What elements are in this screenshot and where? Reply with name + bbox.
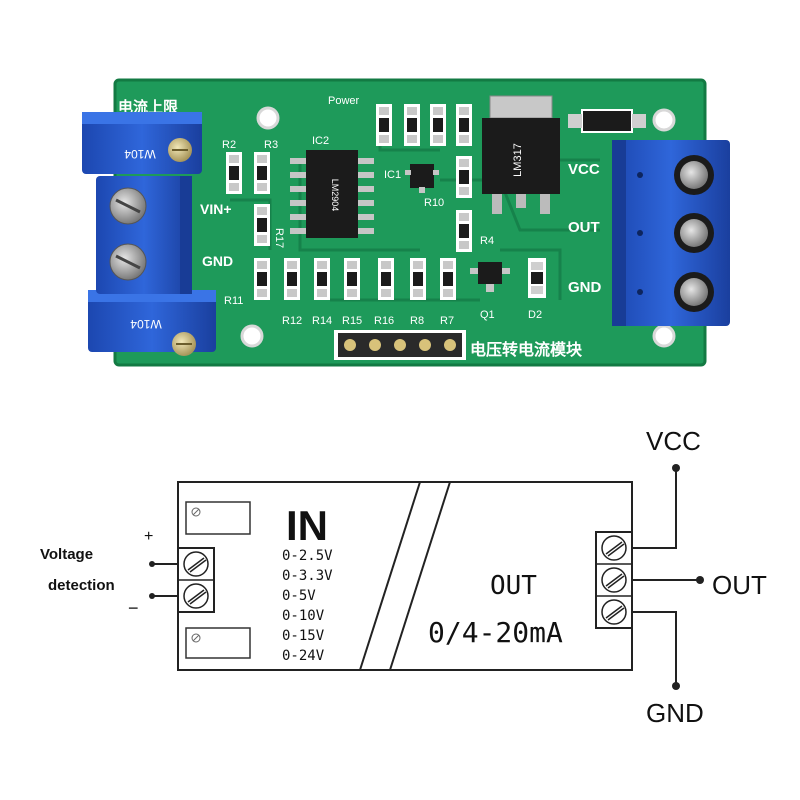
voltage-label: Voltage [40,546,93,563]
range-item: 0-2.5V [282,548,333,564]
silk-resistor-label: R8 [410,315,424,327]
screw-icon [680,161,708,189]
gnd-node [672,682,680,690]
silk-resistor-label: R12 [282,315,302,327]
silk-r11: R11 [224,295,243,307]
potentiometer-top: W104 [82,112,202,174]
silk-q1: Q1 [480,309,495,321]
mounting-hole [240,324,264,348]
vcc-label: VCC [646,426,701,456]
in-title: IN [286,502,328,549]
break-line [389,481,451,671]
pot-mark: W104 [130,317,162,331]
silk-resistor-label: R16 [374,315,394,327]
silk-resistor-label: R7 [440,315,454,327]
mounting-hole [652,324,676,348]
potentiometer-symbol-top [185,501,251,535]
range-item: 0-10V [282,608,325,624]
silk-vcc: VCC [568,161,600,178]
pot-mark: W104 [124,147,156,161]
silk-current-limit: 电流上限 [118,98,178,116]
input-terminal-block [96,176,192,294]
silk-resistor-label: R14 [312,315,332,327]
silk-ic1: IC1 [384,169,401,181]
screw-icon [680,219,708,247]
pcb-board: LM317 LM2904 [82,78,730,367]
silk-d2: D2 [528,309,542,321]
diode-d2 [528,258,546,298]
plus-sign: + [144,528,153,545]
module-box [177,481,633,671]
smd-resistors [226,104,472,300]
silk-r10: R10 [424,197,444,209]
silk-gnd-left: GND [202,253,233,269]
output-terminal-symbol [595,531,633,629]
output-terminal-block [612,140,730,326]
vcc-node [672,464,680,472]
silk-r4: R4 [480,235,494,247]
silk-resistor-label: R15 [342,315,362,327]
range-item: 0-24V [282,648,325,664]
silk-out: OUT [568,219,600,236]
silk-vin-plus: VIN+ [200,201,232,217]
ic2-mark: LM2904 [330,179,340,212]
detection-label: detection [48,577,115,594]
wiring-diagram: IN Voltage detection + − 0-2.5V 0-3.3V 0… [40,426,767,728]
silk-module-title: 电压转电流模块 [470,340,583,359]
range-item: 0-5V [282,588,316,604]
transistor-q1 [470,262,510,292]
silk-power: Power [328,95,360,107]
potentiometer-symbol-bottom [185,627,251,659]
mounting-hole [256,106,280,130]
silk-r3: R3 [264,139,278,151]
regulator-chip: LM317 [482,95,560,214]
output-wires [632,468,700,686]
out-label: OUT [712,570,767,600]
silk-gnd-right: GND [568,279,602,296]
minus-sign: − [128,598,139,618]
ic1-chip [405,164,439,193]
silk-ic2: IC2 [312,135,329,147]
pin-header [334,330,466,360]
silk-r17: R17 [273,228,285,248]
out-range: 0/4-20mA [428,616,563,649]
silk-r2: R2 [222,139,236,151]
screw-icon [680,278,708,306]
range-item: 0-15V [282,628,325,644]
break-line [359,481,421,671]
ic2-chip: LM2904 [290,150,374,238]
regulator-label: LM317 [512,143,524,177]
gnd-label: GND [646,698,704,728]
input-terminal-symbol [149,547,215,613]
range-item: 0-3.3V [282,568,333,584]
out-title: OUT [490,571,537,601]
diode-component [568,109,646,133]
out-node [696,576,704,584]
mounting-hole [652,108,676,132]
potentiometer-bottom: W104 [88,290,216,356]
